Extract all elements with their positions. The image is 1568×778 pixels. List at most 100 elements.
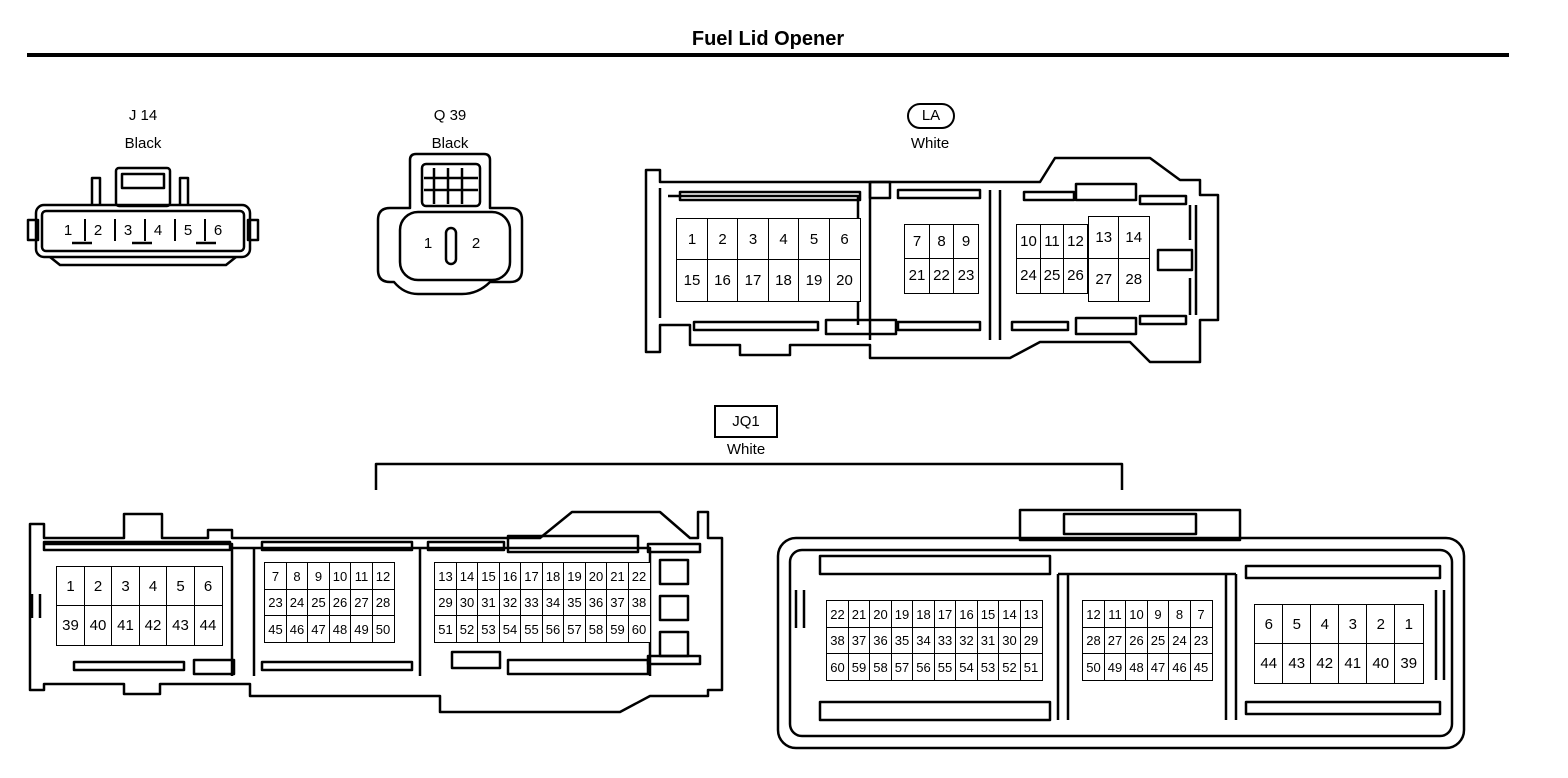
jq1-b-pin-27: 27	[1103, 626, 1127, 655]
jq1-b-pin-19: 19	[890, 600, 914, 628]
la-pin-1: 1	[676, 218, 708, 261]
jq1-b-pin-14: 14	[998, 600, 1021, 628]
jq1-b-pin-22: 22	[826, 600, 849, 628]
jq1-a-pin-60: 60	[627, 615, 651, 643]
jq1-b-pin-30: 30	[998, 626, 1021, 655]
j14-pin-divider	[144, 219, 146, 241]
jq1-a-pin-29: 29	[434, 588, 457, 617]
jq1-a-pin-20: 20	[584, 562, 608, 590]
jq1-a-pin-9: 9	[307, 562, 330, 590]
q39-pin-2: 2	[471, 234, 481, 252]
jq1-a-pin-46: 46	[285, 615, 309, 643]
jq1-b-pin-29: 29	[1019, 626, 1043, 655]
la-pin-6: 6	[828, 218, 861, 261]
jq1-b-pin-7: 7	[1189, 600, 1213, 628]
jq1-b-pin-32: 32	[955, 626, 978, 655]
jq1-a-pin-10: 10	[328, 562, 352, 590]
j14-pin-1: 1	[63, 221, 73, 239]
jq1-b-pin-42: 42	[1310, 643, 1340, 684]
la-pin-4: 4	[767, 218, 800, 261]
jq1-b-pin-57: 57	[890, 653, 914, 681]
jq1-b-pin-56: 56	[912, 653, 935, 681]
jq1-color: White	[726, 441, 766, 458]
jq1-b-pin-26: 26	[1125, 626, 1148, 655]
jq1-a-pin-12: 12	[371, 562, 395, 590]
j14-pin-divider	[84, 219, 86, 241]
jq1-b-pin-40: 40	[1366, 643, 1396, 684]
j14-pin-3: 3	[123, 221, 133, 239]
jq1-b-pin-36: 36	[869, 626, 892, 655]
q39-connector-body	[376, 152, 524, 296]
la-pin-21: 21	[904, 258, 930, 294]
jq1-b-pin-3: 3	[1338, 604, 1368, 645]
jq1-a-pin-39: 39	[56, 605, 85, 646]
jq1-a-pin-15: 15	[477, 562, 500, 590]
jq1-b-pin-31: 31	[976, 626, 1000, 655]
jq1-b-pin-17: 17	[933, 600, 957, 628]
jq1-b-pin-25: 25	[1146, 626, 1170, 655]
jq1-a-pin-31: 31	[477, 588, 500, 617]
jq1-a-pin-50: 50	[371, 615, 395, 643]
jq1-b-pin-43: 43	[1282, 643, 1312, 684]
jq1-b-pin-52: 52	[998, 653, 1021, 681]
j14-connector-body	[26, 166, 260, 267]
jq1-a-pin-48: 48	[328, 615, 352, 643]
jq1-a-pin-38: 38	[627, 588, 651, 617]
la-pin-18: 18	[767, 259, 800, 302]
la-pin-23: 23	[953, 258, 979, 294]
la-pin-15: 15	[676, 259, 708, 302]
la-pin-19: 19	[798, 259, 830, 302]
la-pin-13: 13	[1088, 216, 1120, 260]
la-pin-12: 12	[1063, 224, 1088, 260]
la-pin-16: 16	[706, 259, 739, 302]
jq1-a-pin-42: 42	[138, 605, 168, 646]
jq1-b-pin-34: 34	[912, 626, 935, 655]
la-pin-2: 2	[706, 218, 739, 261]
jq1-b-pin-41: 41	[1338, 643, 1368, 684]
jq1-a-pin-11: 11	[350, 562, 373, 590]
la-pin-26: 26	[1063, 258, 1088, 294]
jq1-a-pin-32: 32	[498, 588, 522, 617]
jq1-a-connector-body	[28, 510, 724, 714]
la-pin-24: 24	[1016, 258, 1041, 294]
jq1-a-pin-1: 1	[56, 566, 85, 607]
jq1-a-pin-5: 5	[166, 566, 195, 607]
jq1-b-pin-60: 60	[826, 653, 849, 681]
jq1-b-pin-20: 20	[869, 600, 892, 628]
jq1-a-pin-41: 41	[111, 605, 140, 646]
jq1-a-pin-22: 22	[627, 562, 651, 590]
la-color: White	[910, 135, 950, 152]
jq1-a-pin-3: 3	[111, 566, 140, 607]
jq1-a-pin-25: 25	[307, 588, 330, 617]
la-pin-7: 7	[904, 224, 930, 260]
jq1-b-pin-45: 45	[1189, 653, 1213, 681]
jq1-a-pin-23: 23	[264, 588, 287, 617]
jq1-a-pin-19: 19	[563, 562, 586, 590]
jq1-a-pin-17: 17	[520, 562, 543, 590]
jq1-a-pin-56: 56	[541, 615, 565, 643]
la-pin-3: 3	[737, 218, 769, 261]
q39-color: Black	[431, 135, 469, 152]
jq1-b-pin-55: 55	[933, 653, 957, 681]
jq1-a-pin-58: 58	[584, 615, 608, 643]
jq1-b-pin-44: 44	[1254, 643, 1284, 684]
j14-pin-6: 6	[213, 221, 223, 239]
jq1-a-pin-52: 52	[455, 615, 479, 643]
jq1-a-pin-13: 13	[434, 562, 457, 590]
j14-color: Black	[124, 135, 162, 152]
jq1-a-pin-57: 57	[563, 615, 586, 643]
jq1-b-pin-6: 6	[1254, 604, 1284, 645]
jq1-b-pin-11: 11	[1103, 600, 1127, 628]
jq1-a-pin-35: 35	[563, 588, 586, 617]
j14-pin-2: 2	[93, 221, 103, 239]
jq1-a-pin-53: 53	[477, 615, 500, 643]
jq1-a-pin-44: 44	[193, 605, 223, 646]
jq1-a-pin-16: 16	[498, 562, 522, 590]
jq1-a-pin-4: 4	[138, 566, 168, 607]
la-pin-5: 5	[798, 218, 830, 261]
jq1-b-pin-18: 18	[912, 600, 935, 628]
jq1-a-pin-21: 21	[606, 562, 629, 590]
jq1-b-pin-37: 37	[847, 626, 871, 655]
jq1-a-pin-14: 14	[455, 562, 479, 590]
jq1-a-pin-47: 47	[307, 615, 330, 643]
